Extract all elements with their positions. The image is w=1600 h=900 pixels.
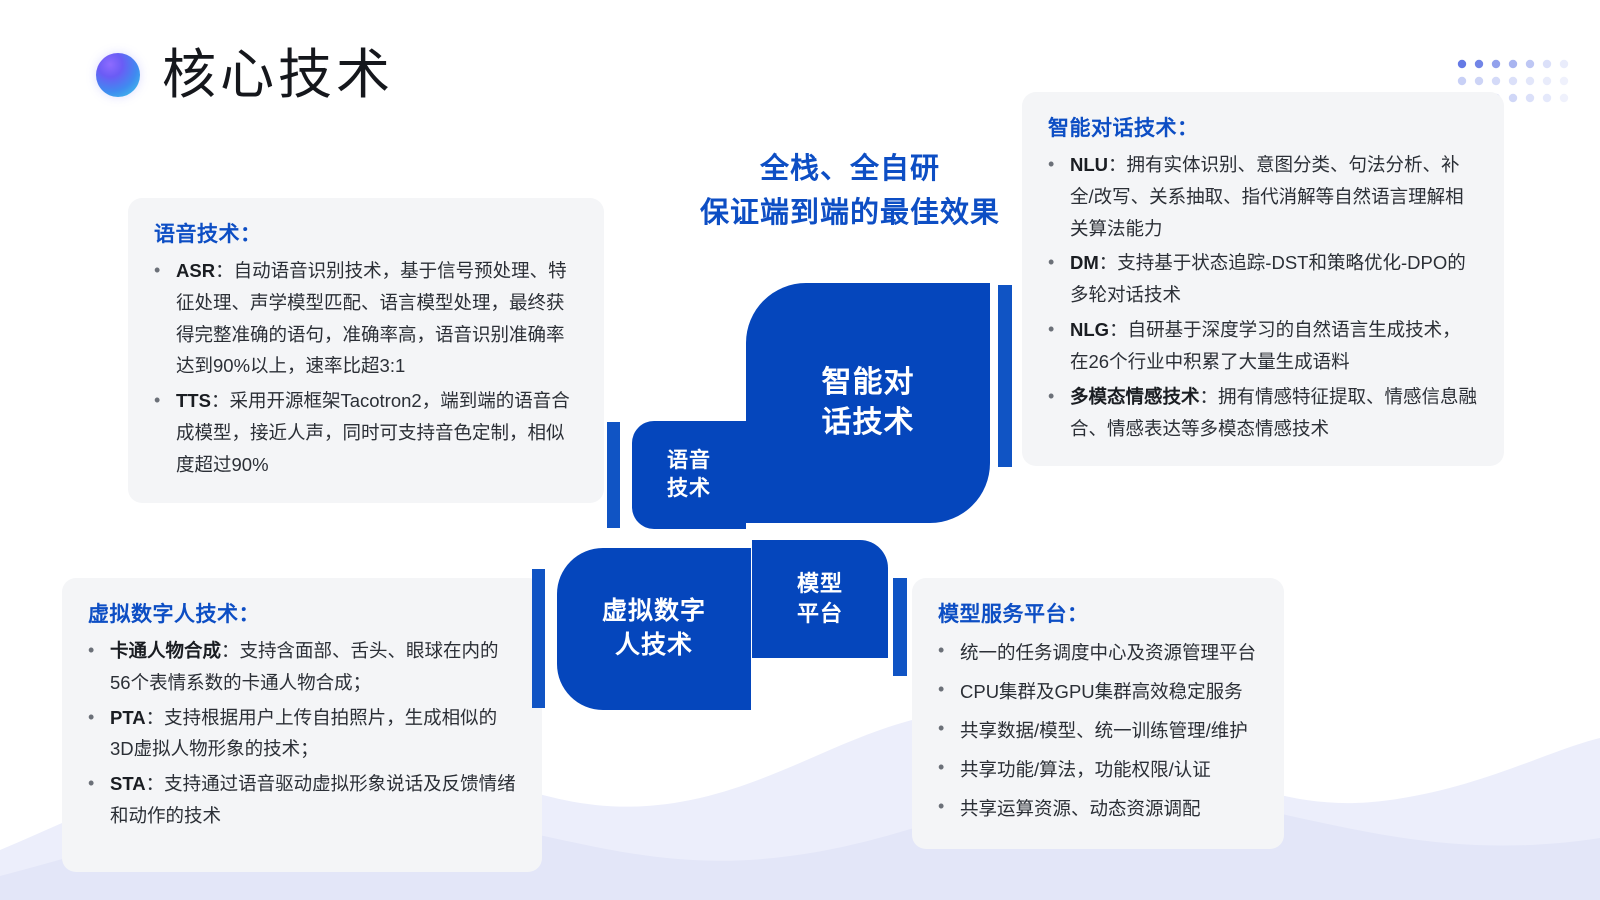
tile-speech-technology[interactable]: 语音 技术 bbox=[632, 421, 746, 529]
list-item-text: ASR：自动语音识别技术，基于信号预处理、特征处理、声学模型匹配、语言模型处理，… bbox=[176, 260, 567, 377]
accent-bar-platform bbox=[893, 578, 907, 676]
tile-speech-label-1: 语音 bbox=[667, 448, 711, 472]
page-header: 核心技术 bbox=[96, 48, 394, 102]
tile-dialog-label-1: 智能对 bbox=[821, 365, 915, 399]
list-item-text: STA：支持通过语音驱动虚拟形象说话及反馈情绪和动作的技术 bbox=[110, 773, 516, 827]
list-item: • NLG：自研基于深度学习的自然语言生成技术，在26个行业中积累了大量生成语料 bbox=[1048, 314, 1478, 378]
list-item-term: NLG bbox=[1070, 319, 1110, 341]
tile-platform-label-1: 模型 bbox=[796, 571, 843, 597]
accent-bar-avatar bbox=[532, 569, 545, 708]
list-item: • 统一的任务调度中心及资源管理平台 bbox=[938, 635, 1258, 671]
list-item-text: 共享功能/算法，功能权限/认证 bbox=[960, 759, 1211, 781]
bullet-icon: • bbox=[154, 260, 161, 280]
tile-speech-label-2: 技术 bbox=[667, 477, 711, 500]
bullet-icon: • bbox=[154, 390, 161, 411]
tile-virtual-human-technology[interactable]: 虚拟数字 人技术 bbox=[557, 548, 751, 710]
tile-avatar-label-1: 虚拟数字 bbox=[601, 597, 706, 626]
list-item: • 共享运算资源、动态资源调配 bbox=[938, 791, 1258, 827]
list-item: • STA：支持通过语音驱动虚拟形象说话及反馈情绪和动作的技术 bbox=[88, 768, 516, 832]
tile-platform-label-2: 平台 bbox=[796, 601, 843, 626]
bullet-icon: • bbox=[88, 773, 95, 794]
list-item: • ASR：自动语音识别技术，基于信号预处理、特征处理、声学模型匹配、语言模型处理… bbox=[154, 255, 578, 382]
panel-avatar-title: 虚拟数字人技术： bbox=[88, 603, 260, 626]
bullet-icon: • bbox=[1048, 252, 1055, 273]
list-item-text: 卡通人物合成：支持含面部、舌头、眼球在内的56个表情系数的卡通人物合成； bbox=[110, 640, 499, 693]
tile-model-platform[interactable]: 模型 平台 bbox=[752, 540, 888, 658]
bullet-icon: • bbox=[938, 640, 945, 660]
bullet-icon: • bbox=[1048, 154, 1055, 174]
panel-model-service-platform: 模型服务平台： • 统一的任务调度中心及资源管理平台 • CPU集群及GPU集群高效稳… bbox=[912, 578, 1284, 850]
list-item: • CPU集群及GPU集群高效稳定服务 bbox=[938, 674, 1258, 710]
tile-dialog-label-2: 话技术 bbox=[821, 406, 915, 439]
headline-line-2: 保证端到端的最佳效果 bbox=[699, 196, 1000, 229]
panel-virtual-human-technology: 虚拟数字人技术： • 卡通人物合成：支持含面部、舌头、眼球在内的56个表情系数的卡… bbox=[62, 578, 542, 872]
list-item: • 共享功能/算法，功能权限/认证 bbox=[938, 752, 1258, 788]
bullet-icon: • bbox=[938, 757, 945, 778]
list-item-text: CPU集群及GPU集群高效稳定服务 bbox=[960, 681, 1243, 703]
list-item: • 共享数据/模型、统一训练管理/维护 bbox=[938, 713, 1258, 749]
bullet-icon: • bbox=[938, 679, 945, 700]
panel-platform-title: 模型服务平台： bbox=[938, 603, 1089, 626]
bullet-icon: • bbox=[1048, 385, 1055, 406]
list-item: • 多模态情感技术：拥有情感特征提取、情感信息融合、情感表达等多模态情感技术 bbox=[1048, 381, 1478, 445]
panel-dialog-technology: 智能对话技术： • NLU：拥有实体识别、意图分类、句法分析、补全/改写、关系抽取… bbox=[1022, 92, 1504, 467]
list-item-term: NLU bbox=[1070, 154, 1109, 175]
list-item-term: STA bbox=[110, 773, 146, 795]
panel-platform-list: • 统一的任务调度中心及资源管理平台 • CPU集群及GPU集群高效稳定服务 • 共享数据… bbox=[938, 635, 1258, 827]
list-item-term: 多模态情感技术 bbox=[1070, 385, 1200, 407]
center-headline: 全栈、全自研 保证端到端的最佳效果 bbox=[640, 148, 1060, 235]
panel-speech-technology: 语音技术： • ASR：自动语音识别技术，基于信号预处理、特征处理、声学模型匹配、… bbox=[128, 198, 604, 503]
list-item: • TTS：采用开源框架Tacotron2，端到端的语音合成模型，接近人声，同时可… bbox=[154, 385, 578, 480]
list-item-text: 多模态情感技术：拥有情感特征提取、情感信息融合、情感表达等多模态情感技术 bbox=[1070, 385, 1478, 439]
panel-avatar-list: • 卡通人物合成：支持含面部、舌头、眼球在内的56个表情系数的卡通人物合成； • PT… bbox=[88, 635, 516, 832]
bullet-icon: • bbox=[938, 718, 945, 739]
list-item-text: 共享数据/模型、统一训练管理/维护 bbox=[960, 720, 1248, 742]
bullet-icon: • bbox=[1048, 319, 1055, 340]
list-item: • PTA：支持根据用户上传自拍照片，生成相似的3D虚拟人物形象的技术； bbox=[88, 702, 516, 766]
tile-avatar-label-2: 人技术 bbox=[614, 631, 693, 659]
accent-bar-dialog bbox=[998, 285, 1012, 467]
list-item-text: NLU：拥有实体识别、意图分类、句法分析、补全/改写、关系抽取、指代消解等自然语… bbox=[1070, 154, 1464, 239]
list-item: • DM：支持基于状态追踪-DST和策略优化-DPO的多轮对话技术 bbox=[1048, 247, 1478, 311]
list-item-text: NLG：自研基于深度学习的自然语言生成技术，在26个行业中积累了大量生成语料 bbox=[1070, 319, 1461, 372]
panel-dialog-title: 智能对话技术： bbox=[1048, 117, 1199, 140]
list-item-text: DM：支持基于状态追踪-DST和策略优化-DPO的多轮对话技术 bbox=[1070, 252, 1466, 306]
panel-dialog-list: • NLU：拥有实体识别、意图分类、句法分析、补全/改写、关系抽取、指代消解等自然… bbox=[1048, 149, 1478, 444]
list-item-term: 卡通人物合成 bbox=[110, 640, 222, 661]
page-title: 核心技术 bbox=[162, 45, 394, 105]
bullet-icon: • bbox=[938, 796, 945, 817]
list-item-text: PTA：支持根据用户上传自拍照片，生成相似的3D虚拟人物形象的技术； bbox=[110, 706, 498, 760]
list-item-term: PTA bbox=[110, 706, 146, 728]
panel-speech-list: • ASR：自动语音识别技术，基于信号预处理、特征处理、声学模型匹配、语言模型处理… bbox=[154, 255, 578, 481]
gradient-circle-icon bbox=[96, 53, 140, 97]
list-item-term: DM bbox=[1070, 252, 1099, 274]
bullet-icon: • bbox=[88, 706, 95, 727]
bullet-icon: • bbox=[88, 640, 95, 660]
list-item-text: 共享运算资源、动态资源调配 bbox=[960, 798, 1201, 820]
list-item: • 卡通人物合成：支持含面部、舌头、眼球在内的56个表情系数的卡通人物合成； bbox=[88, 635, 516, 699]
list-item-term: TTS bbox=[176, 390, 211, 412]
accent-bar-speech bbox=[607, 422, 620, 528]
panel-speech-title: 语音技术： bbox=[154, 223, 262, 246]
list-item-text: TTS：采用开源框架Tacotron2，端到端的语音合成模型，接近人声，同时可支… bbox=[176, 390, 570, 475]
list-item-text: 统一的任务调度中心及资源管理平台 bbox=[960, 642, 1257, 663]
list-item-term: ASR bbox=[176, 260, 216, 281]
list-item: • NLU：拥有实体识别、意图分类、句法分析、补全/改写、关系抽取、指代消解等自然… bbox=[1048, 149, 1478, 244]
headline-line-1: 全栈、全自研 bbox=[759, 153, 940, 185]
tile-dialog-technology[interactable]: 智能对 话技术 bbox=[746, 283, 990, 523]
